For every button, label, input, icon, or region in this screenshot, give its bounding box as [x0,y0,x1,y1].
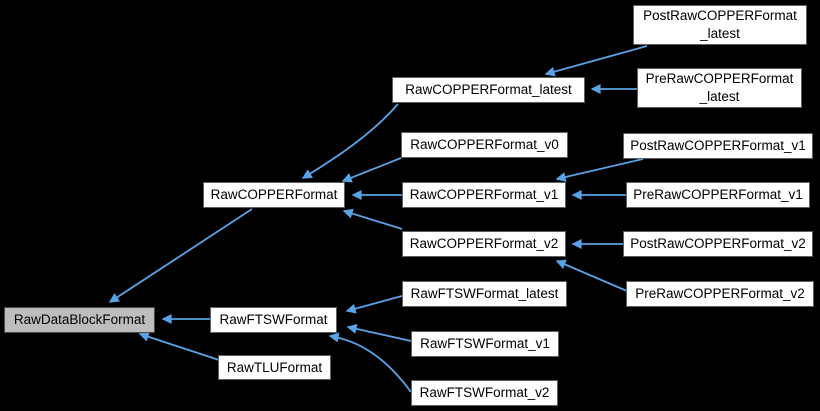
node-PreRawCOPPERFormat_v1[interactable]: PreRawCOPPERFormat_v1 [626,182,810,208]
node-RawFTSWFormat[interactable]: RawFTSWFormat [210,307,337,333]
node-PostRawCOPPERFormat_v1[interactable]: PostRawCOPPERFormat_v1 [623,133,813,159]
node-PreRawCOPPERFormat_latest[interactable]: PreRawCOPPERFormat _latest [637,68,802,108]
node-RawCOPPERFormat_v1[interactable]: RawCOPPERFormat_v1 [402,182,566,208]
node-RawFTSWFormat_latest[interactable]: RawFTSWFormat_latest [402,281,567,307]
inheritance-arrow-RawTLUFormat-to-RawDataBlockFormat [138,331,220,361]
node-RawFTSWFormat_v2[interactable]: RawFTSWFormat_v2 [411,380,558,406]
inheritance-arrow-RawFTSWFormat_v2-to-RawFTSWFormat [328,332,412,393]
node-PreRawCOPPERFormat_v2[interactable]: PreRawCOPPERFormat_v2 [626,281,814,307]
node-RawTLUFormat[interactable]: RawTLUFormat [218,355,331,380]
node-RawDataBlockFormat: RawDataBlockFormat [4,307,155,333]
node-RawFTSWFormat_v1[interactable]: RawFTSWFormat_v1 [411,331,559,357]
inheritance-arrows [108,45,648,393]
node-RawCOPPERFormat_v0[interactable]: RawCOPPERFormat_v0 [401,132,568,158]
node-RawCOPPERFormat_latest[interactable]: RawCOPPERFormat_latest [392,77,585,103]
inheritance-arrow-PreRawCOPPERFormat_v2-to-RawCOPPERFormat_v2 [555,259,628,292]
inheritance-arrow-RawCOPPERFormat-to-RawDataBlockFormat [108,208,253,303]
node-PostRawCOPPERFormat_latest[interactable]: PostRawCOPPERFormat _latest [633,5,807,45]
inheritance-arrow-RawCOPPERFormat_v0-to-RawCOPPERFormat [341,157,402,183]
inheritance-arrow-PostRawCOPPERFormat_latest-to-RawCOPPERFormat_latest [544,45,648,77]
inheritance-arrow-PostRawCOPPERFormat_v1-to-RawCOPPERFormat_v1 [555,158,644,182]
inheritance-arrow-RawFTSWFormat_latest-to-RawFTSWFormat [345,295,403,314]
inheritance-arrow-RawCOPPERFormat_v2-to-RawCOPPERFormat [342,208,403,230]
node-PostRawCOPPERFormat_v2[interactable]: PostRawCOPPERFormat_v2 [623,231,813,257]
inheritance-arrow-RawCOPPERFormat_latest-to-RawCOPPERFormat [301,103,399,179]
node-RawCOPPERFormat_v2[interactable]: RawCOPPERFormat_v2 [402,231,566,257]
inheritance-arrow-RawFTSWFormat_v1-to-RawFTSWFormat [346,323,412,342]
node-RawCOPPERFormat[interactable]: RawCOPPERFormat [203,182,345,208]
